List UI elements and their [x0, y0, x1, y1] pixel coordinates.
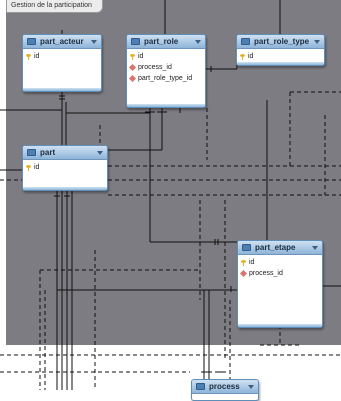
foreign-key-icon — [239, 269, 248, 278]
entity-header[interactable]: part_role_type — [237, 35, 324, 49]
field-row: id — [26, 51, 101, 62]
field-row: id — [241, 257, 322, 268]
entity-title: part_role_type — [254, 37, 310, 46]
field-name: process_id — [249, 270, 283, 277]
field-name: id — [249, 259, 255, 266]
field-name: id — [34, 164, 40, 171]
entity-part-role[interactable]: part_role id process_id part_role_type_i… — [126, 34, 206, 108]
entity-title: process — [209, 382, 240, 391]
field-row: id — [240, 51, 324, 62]
entity-header[interactable]: part_etape — [238, 241, 322, 255]
primary-key-icon — [26, 53, 31, 60]
table-icon — [27, 38, 36, 45]
field-name: process_id — [138, 64, 172, 71]
entity-header[interactable]: part_role — [127, 35, 205, 49]
entity-process[interactable]: process — [191, 379, 259, 401]
chevron-down-icon[interactable] — [97, 150, 103, 155]
field-name: part_role_type_id — [138, 75, 193, 82]
field-row: process_id — [239, 268, 322, 279]
table-icon — [27, 149, 36, 156]
table-icon — [242, 244, 251, 251]
primary-key-icon — [130, 53, 135, 60]
primary-key-icon — [241, 259, 246, 266]
primary-key-icon — [26, 164, 31, 171]
entity-header[interactable]: part_acteur — [23, 35, 101, 49]
field-name: id — [34, 53, 40, 60]
foreign-key-icon — [128, 74, 137, 83]
group-title: Gestion de la participation — [6, 0, 103, 13]
entity-part-etape[interactable]: part_etape id process_id — [237, 240, 323, 328]
entity-footer — [238, 324, 322, 327]
field-row: part_role_type_id — [128, 73, 205, 84]
entity-footer — [127, 104, 205, 107]
entity-header[interactable]: process — [192, 380, 258, 394]
table-icon — [131, 38, 140, 45]
entity-footer — [237, 62, 324, 65]
primary-key-icon — [240, 53, 245, 60]
table-icon — [241, 38, 250, 45]
entity-footer — [23, 88, 101, 91]
field-row: process_id — [128, 62, 205, 73]
entity-title: part_role — [144, 37, 179, 46]
chevron-down-icon[interactable] — [314, 39, 320, 44]
field-row: id — [26, 162, 107, 173]
chevron-down-icon[interactable] — [312, 245, 318, 250]
entity-header[interactable]: part — [23, 146, 107, 160]
chevron-down-icon[interactable] — [248, 384, 254, 389]
entity-part-acteur[interactable]: part_acteur id — [22, 34, 102, 92]
entity-title: part_acteur — [40, 37, 84, 46]
field-row: id — [130, 51, 205, 62]
field-name: id — [248, 53, 254, 60]
relationship-lines — [0, 0, 341, 390]
entity-part-role-type[interactable]: part_role_type id — [236, 34, 325, 66]
entity-title: part — [40, 148, 56, 157]
entity-part[interactable]: part id — [22, 145, 108, 191]
entity-footer — [23, 187, 107, 190]
field-name: id — [138, 53, 144, 60]
foreign-key-icon — [128, 63, 137, 72]
chevron-down-icon[interactable] — [91, 39, 97, 44]
table-icon — [196, 383, 205, 390]
entity-title: part_etape — [255, 243, 296, 252]
chevron-down-icon[interactable] — [195, 39, 201, 44]
